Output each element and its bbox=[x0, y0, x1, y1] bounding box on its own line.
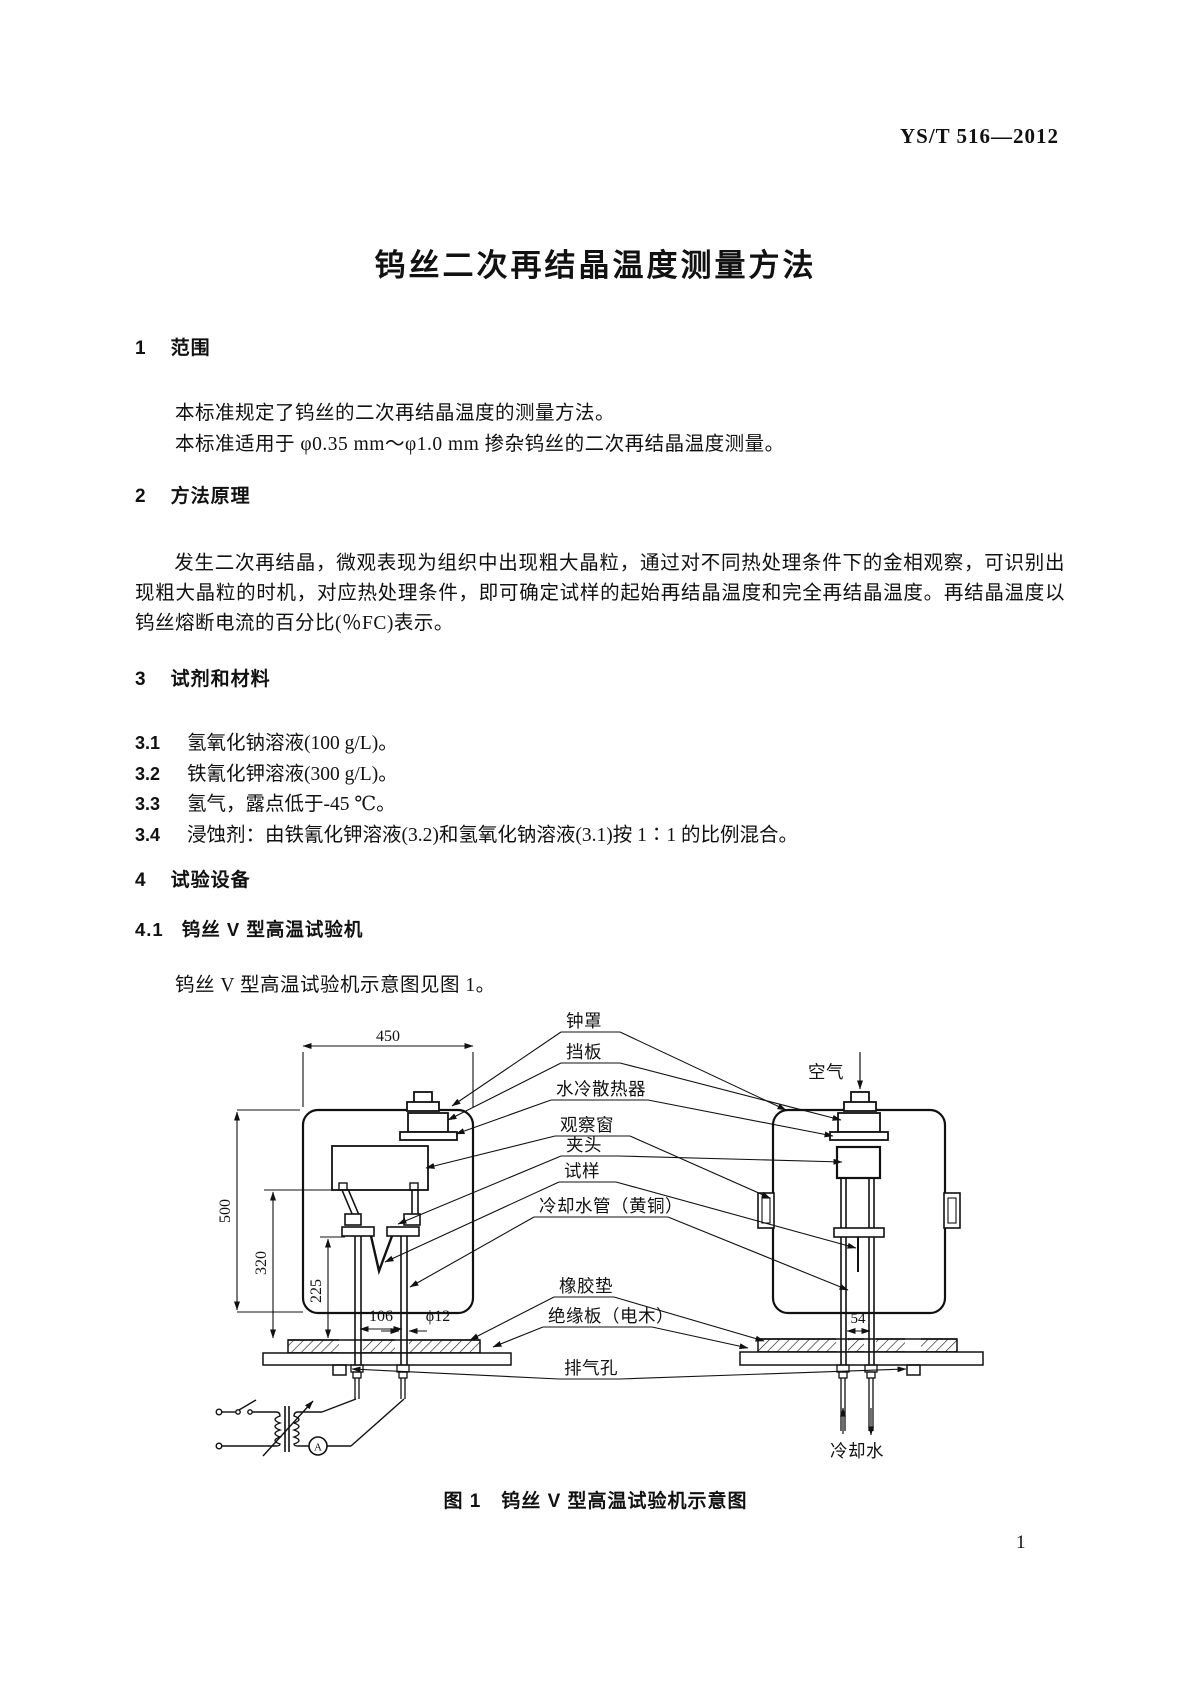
section-2-paragraph-text: 发生二次再结晶，微观表现为组织中出现粗大晶粒，通过对不同热处理条件下的金相观察，… bbox=[135, 553, 1065, 634]
power-circuit bbox=[215, 1398, 405, 1457]
baffle-plate bbox=[399, 1131, 458, 1141]
section-3-number: 3 bbox=[135, 669, 147, 690]
chuck-box bbox=[835, 1145, 882, 1180]
switch-contact bbox=[235, 1409, 241, 1415]
lower-tubes bbox=[836, 1364, 878, 1431]
section-1-title: 范围 bbox=[170, 338, 211, 359]
v-sample-wire bbox=[369, 1235, 394, 1276]
secondary-coil bbox=[291, 1411, 309, 1447]
heat-sink-block bbox=[407, 1112, 449, 1133]
right-test-machine bbox=[757, 1052, 961, 1436]
label-exhaust-hole: 排气孔 bbox=[564, 1358, 618, 1378]
page-title: 钨丝二次再结晶温度测量方法 bbox=[374, 248, 817, 283]
section-4-1-title: 钨丝 V 型高温试验机 bbox=[181, 919, 364, 940]
variable-transformer-arrow bbox=[262, 1400, 314, 1457]
lower-rods bbox=[350, 1364, 410, 1399]
item-text: 氢氧化钠溶液(100 g/L)。 bbox=[187, 733, 398, 754]
section-4-title: 试验设备 bbox=[170, 870, 251, 891]
section-2-number: 2 bbox=[135, 486, 147, 507]
figure-caption: 图 1 钨丝 V 型高温试验机示意图 bbox=[443, 1491, 748, 1512]
ammeter-letter: A bbox=[314, 1442, 322, 1454]
label-water-cooled-radiator: 水冷散热器 bbox=[556, 1079, 646, 1099]
section-1-heading: 1 范围 bbox=[135, 333, 211, 360]
list-item: 3.2 铁氰化钾溶液(300 g/L)。 bbox=[135, 757, 398, 786]
label-observation-window: 观察窗 bbox=[560, 1115, 614, 1135]
label-bell-jar: 钟罩 bbox=[566, 1011, 602, 1031]
section-2-heading: 2 方法原理 bbox=[135, 481, 251, 508]
section-3-title: 试剂和材料 bbox=[170, 669, 271, 690]
label-rubber-pad: 橡胶垫 bbox=[559, 1276, 613, 1296]
section-1-paragraph-2: 本标准适用于 φ0.35 mm～φ1.0 mm 掺杂钨丝的二次再结晶温度测量。 bbox=[175, 434, 785, 455]
air-label: 空气 bbox=[808, 1062, 844, 1082]
electrode-posts bbox=[354, 1236, 408, 1365]
item-number: 3.1 bbox=[135, 733, 161, 753]
section-1-number: 1 bbox=[135, 338, 147, 359]
callout-leaders bbox=[351, 1031, 907, 1380]
right-base-plates bbox=[739, 1337, 984, 1376]
dim-54: 54 bbox=[851, 1311, 867, 1327]
pipe-collar bbox=[833, 1227, 885, 1238]
clamp-bar-right bbox=[386, 1226, 420, 1237]
section-4-number: 4 bbox=[135, 870, 147, 891]
dim-320: 320 bbox=[253, 1251, 270, 1275]
section-4-paragraph: 钨丝 V 型高温试验机示意图见图 1。 bbox=[175, 975, 496, 996]
section-1-paragraph-1: 本标准规定了钨丝的二次再结晶温度的测量方法。 bbox=[175, 403, 616, 424]
page-number: 1 bbox=[1016, 1532, 1026, 1553]
section-2-paragraph: 发生二次再结晶，微观表现为组织中出现粗大晶粒，通过对不同热处理条件下的金相观察，… bbox=[135, 549, 1065, 639]
label-chuck: 夹头 bbox=[566, 1135, 602, 1155]
standard-number: YS/T 516—2012 bbox=[900, 124, 1060, 148]
cooling-water-label: 冷却水 bbox=[830, 1441, 884, 1461]
dim-450: 450 bbox=[376, 1028, 400, 1045]
dim-500: 500 bbox=[217, 1199, 234, 1223]
label-insulating-board: 绝缘板（电木） bbox=[548, 1306, 674, 1326]
section-2-title: 方法原理 bbox=[170, 486, 251, 507]
label-cooling-pipe-brass: 冷却水管（黄铜） bbox=[539, 1196, 683, 1216]
section-4-1-heading: 4.1 钨丝 V 型高温试验机 bbox=[135, 916, 363, 942]
label-sample: 试样 bbox=[564, 1161, 600, 1181]
label-baffle: 挡板 bbox=[566, 1042, 602, 1062]
item-text: 氢气，露点低于-45 ℃。 bbox=[187, 794, 396, 815]
list-item: 3.1 氢氧化钠溶液(100 g/L)。 bbox=[135, 726, 398, 755]
switch-lever bbox=[238, 1399, 257, 1411]
left-base-plates bbox=[262, 1338, 512, 1376]
primary-coil bbox=[222, 1411, 283, 1447]
dim-106: 106 bbox=[369, 1308, 393, 1325]
section-3-heading: 3 试剂和材料 bbox=[135, 664, 271, 691]
item-number: 3.2 bbox=[135, 764, 161, 784]
section-4-heading: 4 试验设备 bbox=[135, 865, 251, 892]
dim-phi12: ϕ12 bbox=[426, 1308, 450, 1325]
item-text: 铁氰化钾溶液(300 g/L)。 bbox=[187, 764, 398, 785]
list-item: 3.3 氢气，露点低于-45 ℃。 bbox=[135, 787, 396, 816]
list-item: 3.4 浸蚀剂：由铁氰化钾溶液(3.2)和氢氧化钠溶液(3.1)按 1∶1 的比例… bbox=[135, 818, 798, 847]
clamp-bar-left bbox=[341, 1226, 375, 1237]
item-number: 3.4 bbox=[135, 825, 161, 845]
dim-225: 225 bbox=[308, 1279, 325, 1303]
left-test-machine bbox=[301, 1091, 475, 1399]
item-text: 浸蚀剂：由铁氰化钾溶液(3.2)和氢氧化钠溶液(3.1)按 1∶1 的比例混合。 bbox=[187, 825, 798, 846]
section-4-1-number: 4.1 bbox=[135, 919, 164, 940]
item-number: 3.3 bbox=[135, 794, 161, 814]
left-dimensions bbox=[234, 1043, 474, 1339]
